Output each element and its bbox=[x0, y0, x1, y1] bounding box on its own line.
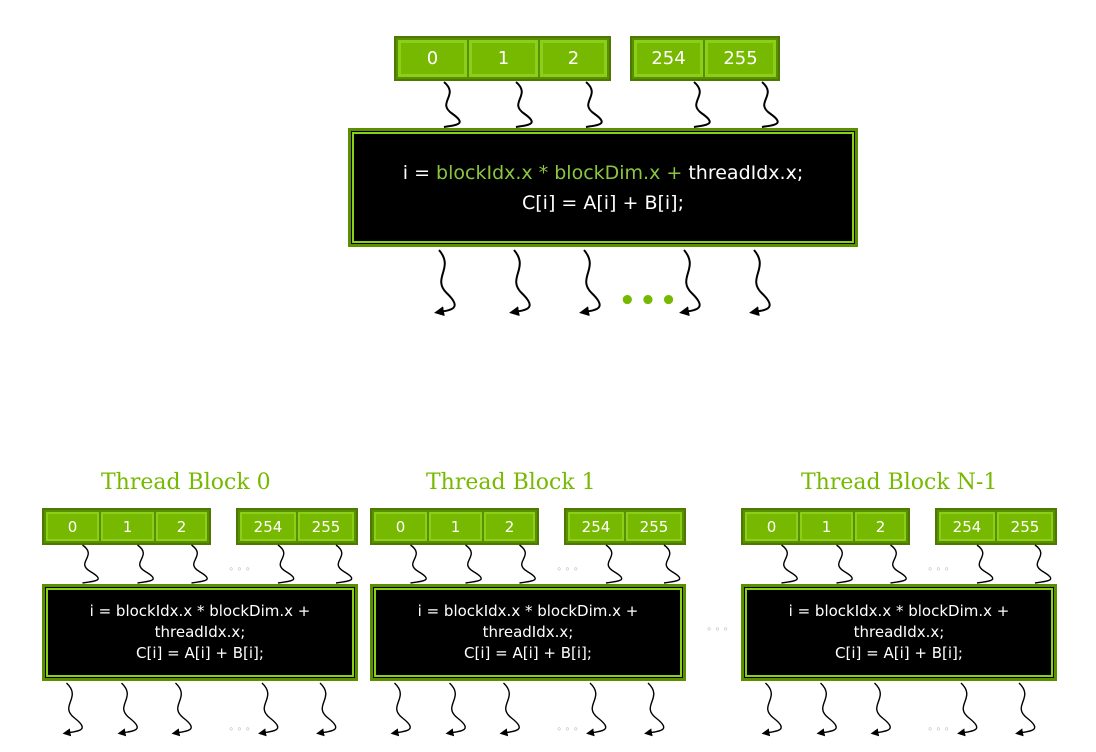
block-title: Thread Block 0 bbox=[101, 470, 271, 495]
thread-output-arrow bbox=[171, 682, 192, 737]
thread-index-cell: 0 bbox=[396, 38, 469, 79]
faint-ellipsis: ∘∘∘ bbox=[706, 624, 731, 635]
kernel-code-box: i = blockIdx.x * blockDim.x + threadIdx.… bbox=[741, 584, 1057, 681]
thread-index-cell: 255 bbox=[995, 510, 1055, 543]
kernel-code-line-2: threadIdx.x; bbox=[853, 623, 945, 641]
block-title: Thread Block 1 bbox=[426, 470, 596, 495]
block-title: Thread Block N-1 bbox=[801, 470, 998, 495]
thread-input-wire bbox=[761, 81, 779, 128]
kernel-code-line-3: C[i] = A[i] + B[i]; bbox=[464, 644, 592, 662]
thread-index-cell: 254 bbox=[632, 38, 705, 79]
faint-ellipsis: ∘∘∘ bbox=[927, 724, 952, 735]
thread-output-arrow bbox=[390, 682, 411, 737]
kernel-code-box: i = blockIdx.x * blockDim.x + threadIdx.… bbox=[370, 584, 686, 681]
thread-output-arrow bbox=[761, 682, 782, 737]
thread-input-wire bbox=[781, 544, 798, 584]
thread-output-arrow bbox=[258, 682, 279, 737]
thread-output-arrow bbox=[434, 249, 456, 317]
code-text: i = bbox=[402, 161, 437, 184]
kernel-code-line-1: i = blockIdx.x * blockDim.x + bbox=[788, 602, 1010, 620]
thread-output-arrow bbox=[579, 249, 601, 317]
code-text: threadIdx.x; bbox=[688, 161, 804, 184]
thread-index-cell: 1 bbox=[798, 510, 855, 543]
thread-output-arrow bbox=[586, 682, 607, 737]
thread-output-arrow bbox=[816, 682, 837, 737]
top-kernel-code-box: i = blockIdx.x * blockDim.x + threadIdx.… bbox=[348, 128, 858, 247]
thread-index-cell: 1 bbox=[427, 510, 484, 543]
thread-index-cell: 255 bbox=[624, 510, 684, 543]
thread-index-cell: 2 bbox=[482, 510, 537, 543]
thread-input-wire bbox=[335, 544, 353, 584]
thread-output-arrow bbox=[62, 682, 83, 737]
thread-input-wire bbox=[605, 544, 623, 584]
ellipsis: ••• bbox=[619, 286, 681, 316]
thread-output-arrow bbox=[316, 682, 337, 737]
thread-input-wire bbox=[1034, 544, 1052, 584]
thread-index-cell: 1 bbox=[467, 38, 540, 79]
thread-output-arrow bbox=[1015, 682, 1036, 737]
thread-output-arrow bbox=[445, 682, 466, 737]
thread-index-cell: 255 bbox=[296, 510, 356, 543]
kernel-code-line-1: i = blockIdx.x * blockDim.x + bbox=[417, 602, 639, 620]
thread-input-wire bbox=[585, 81, 603, 128]
thread-input-wire bbox=[890, 544, 907, 584]
faint-ellipsis: ∘∘∘ bbox=[228, 724, 253, 735]
thread-input-wire bbox=[663, 544, 681, 584]
faint-ellipsis: ∘∘∘ bbox=[556, 724, 581, 735]
thread-input-wire bbox=[443, 81, 461, 128]
kernel-code-line-1: i = blockIdx.x * blockDim.x + bbox=[89, 602, 311, 620]
thread-index-cell: 254 bbox=[566, 510, 626, 543]
thread-input-wire bbox=[693, 81, 711, 128]
thread-index-cell: 2 bbox=[538, 38, 609, 79]
thread-input-wire bbox=[191, 544, 208, 584]
thread-input-wire bbox=[515, 81, 533, 128]
thread-output-arrow bbox=[749, 249, 771, 317]
kernel-code-line-3: C[i] = A[i] + B[i]; bbox=[136, 644, 264, 662]
thread-index-cell: 0 bbox=[44, 510, 101, 543]
kernel-code-line-2: threadIdx.x; bbox=[482, 623, 574, 641]
thread-output-arrow bbox=[644, 682, 665, 737]
thread-output-arrow bbox=[499, 682, 520, 737]
kernel-code-line-2: threadIdx.x; bbox=[154, 623, 246, 641]
faint-ellipsis: ∘∘∘ bbox=[927, 564, 952, 575]
kernel-code-line-3: C[i] = A[i] + B[i]; bbox=[835, 644, 963, 662]
thread-input-wire bbox=[137, 544, 154, 584]
thread-input-wire bbox=[465, 544, 482, 584]
thread-output-arrow bbox=[679, 249, 701, 317]
thread-index-cell: 254 bbox=[937, 510, 997, 543]
thread-input-wire bbox=[836, 544, 853, 584]
thread-index-cell: 2 bbox=[154, 510, 209, 543]
faint-ellipsis: ∘∘∘ bbox=[556, 564, 581, 575]
thread-input-wire bbox=[277, 544, 295, 584]
kernel-code-line-2: C[i] = A[i] + B[i]; bbox=[521, 191, 684, 214]
thread-input-wire bbox=[519, 544, 536, 584]
thread-input-wire bbox=[82, 544, 99, 584]
kernel-code-box: i = blockIdx.x * blockDim.x + threadIdx.… bbox=[42, 584, 358, 681]
thread-index-cell: 2 bbox=[853, 510, 908, 543]
kernel-code-line-1: i = blockIdx.x * blockDim.x + threadIdx.… bbox=[403, 158, 803, 188]
thread-index-cell: 255 bbox=[703, 38, 778, 79]
thread-output-arrow bbox=[870, 682, 891, 737]
code-text-highlight: blockIdx.x * blockDim.x + bbox=[436, 161, 689, 184]
thread-output-arrow bbox=[509, 249, 531, 317]
faint-ellipsis: ∘∘∘ bbox=[228, 564, 253, 575]
thread-output-arrow bbox=[957, 682, 978, 737]
thread-input-wire bbox=[976, 544, 994, 584]
thread-output-arrow bbox=[117, 682, 138, 737]
thread-input-wire bbox=[410, 544, 427, 584]
